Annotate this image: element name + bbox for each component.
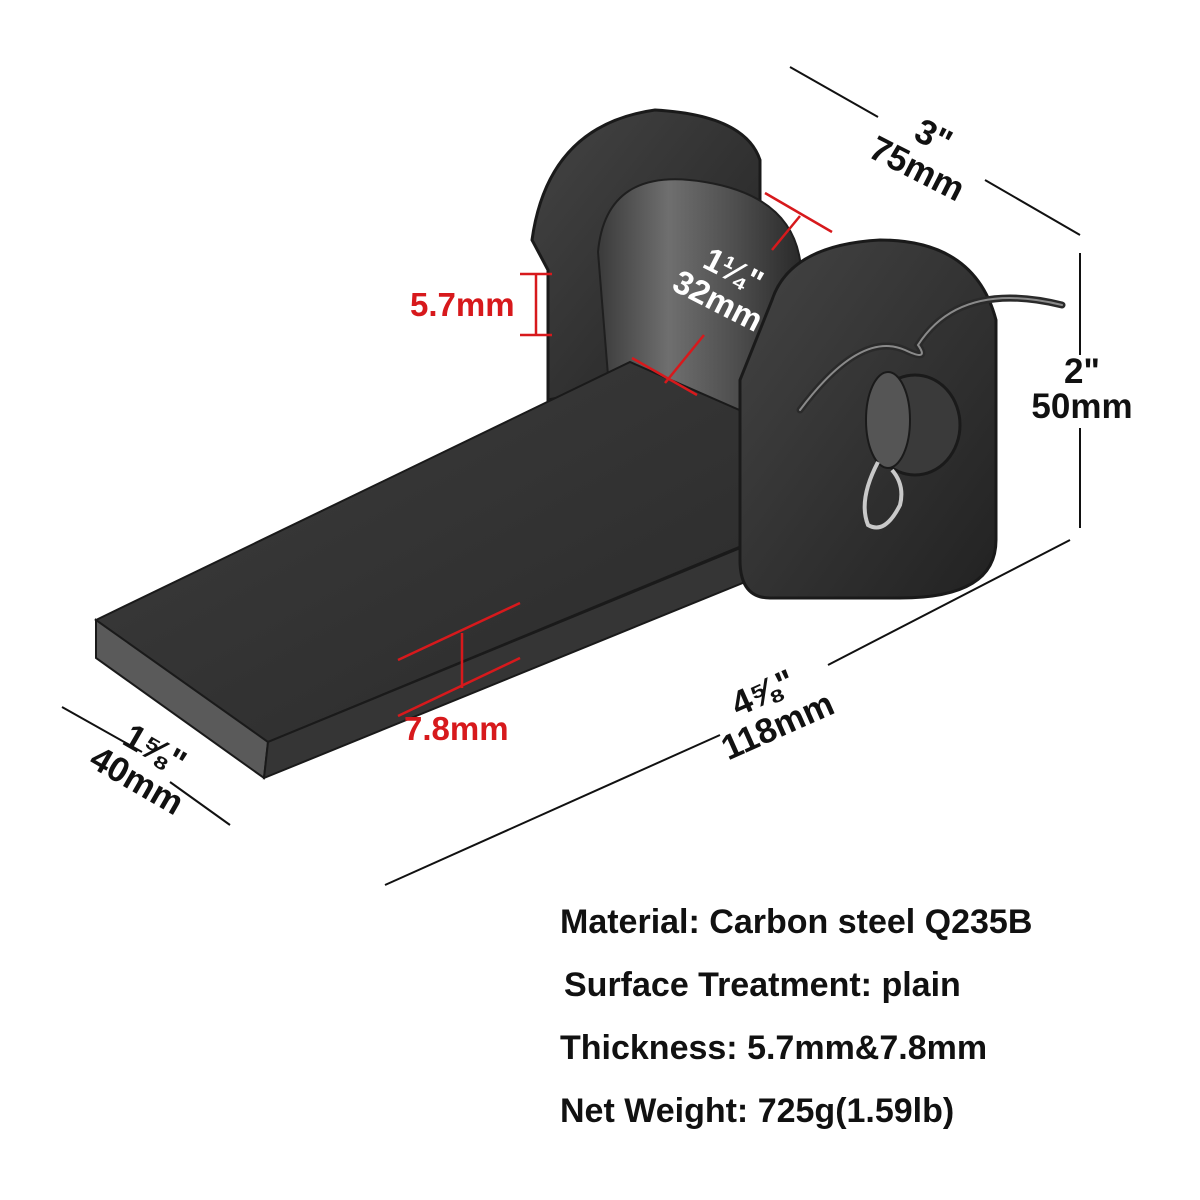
- spec-material: Material: Carbon steel Q235B: [560, 903, 1033, 941]
- length-dimension-line-b: [827, 539, 1071, 666]
- tube-dia-line-bottom: [664, 334, 705, 384]
- height-label: 2" 50mm: [1031, 352, 1132, 426]
- spring-clip-highlight: [799, 297, 1063, 411]
- cotter-ring: [862, 461, 904, 530]
- height-inch: 2": [1064, 352, 1100, 391]
- height-mm: 50mm: [1031, 387, 1132, 426]
- plate-thickness-label: 5.7mm: [410, 286, 515, 323]
- width-dimension-line-a: [61, 706, 143, 753]
- depth-dimension-line-b: [984, 179, 1081, 236]
- spec-list: Material: Carbon steel Q235B Surface Tre…: [560, 902, 1032, 1154]
- tube-dia-tick-top: [764, 191, 833, 234]
- pin-shaft: [865, 371, 911, 469]
- tongue-thickness-tick-top: [397, 601, 521, 662]
- tongue-thickness-label: 7.8mm: [404, 710, 509, 747]
- length-label: 4⅝" 118mm: [715, 662, 839, 768]
- length-dimension-line-a: [384, 734, 721, 886]
- spec-surface-treatment: Surface Treatment: plain: [564, 966, 961, 1004]
- callout-lines: [397, 191, 833, 718]
- tube-dia-tick-bottom: [631, 356, 698, 397]
- depth-dimension-line-a: [789, 66, 879, 118]
- spec-thickness: Thickness: 5.7mm&7.8mm: [560, 1029, 988, 1067]
- tongue-thickness-tick-bottom: [397, 656, 521, 718]
- hinge-product: [94, 108, 1066, 780]
- width-dimension-line-b: [169, 781, 231, 826]
- depth-label: 3" 75mm: [863, 111, 971, 209]
- spec-net-weight: Net Weight: 725g(1.59lb): [560, 1092, 955, 1130]
- tube-dia-line-top: [771, 215, 801, 251]
- dimension-lines: [61, 66, 1081, 886]
